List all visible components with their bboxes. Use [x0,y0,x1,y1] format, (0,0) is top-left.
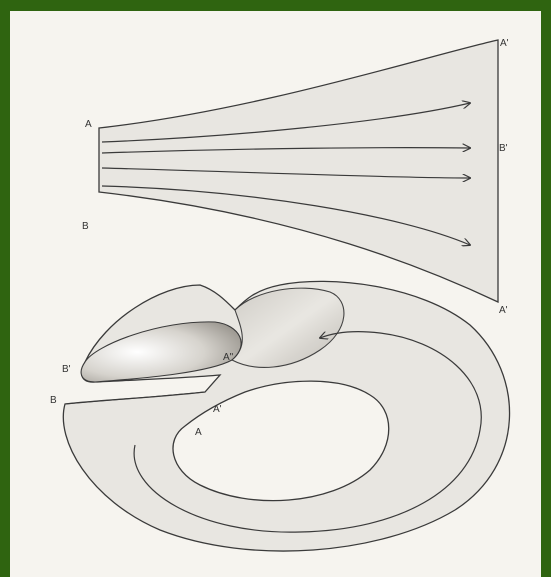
label-A-top: A [85,119,92,130]
flared-strip-shape [98,39,499,304]
horn-inner-opening [172,380,390,502]
label-A-bottom: A [195,427,202,438]
book-page: A B A' B' A' B' [10,11,541,577]
rolled-horn: B' B A" A' A [50,280,511,552]
flared-strip: A B A' B' A' [82,38,509,316]
horn-slit-edge [64,391,206,405]
label-B-bottom: B [50,395,57,406]
label-B-prime-top: B' [499,143,508,154]
label-A-double-prime: A" [223,352,234,363]
label-B-prime-bottom: B' [62,364,71,375]
horn-shaded-bulb [231,287,345,368]
label-A-prime-bottom-right: A' [499,305,508,316]
label-A-prime-bottom: A' [213,404,222,415]
flow-arrow-top [101,103,470,143]
flow-arrow-bottom [101,185,470,245]
horn-flow-arrow [133,331,482,533]
horn-torus-diagram: A B A' B' A' B' [50,38,511,552]
flow-arrow-lower [101,167,470,178]
flow-arrow-middle [101,148,470,154]
label-B-top: B [82,221,89,232]
label-A-prime-top-right: A' [500,38,509,49]
